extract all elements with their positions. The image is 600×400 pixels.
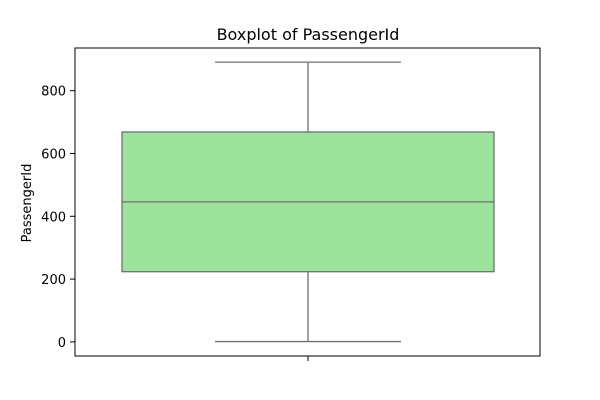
chart-title: Boxplot of PassengerId [217, 25, 400, 44]
y-axis-label: PassengerId [20, 164, 35, 243]
y-tick-label: 600 [41, 147, 66, 162]
y-tick-label: 800 [41, 85, 66, 100]
boxplot-group [121, 61, 495, 343]
y-axis-ticks: 0 200 400 600 800 [41, 85, 75, 351]
y-tick-label: 400 [41, 210, 66, 225]
y-tick-label: 200 [41, 273, 66, 288]
y-tick-label: 0 [58, 336, 66, 351]
